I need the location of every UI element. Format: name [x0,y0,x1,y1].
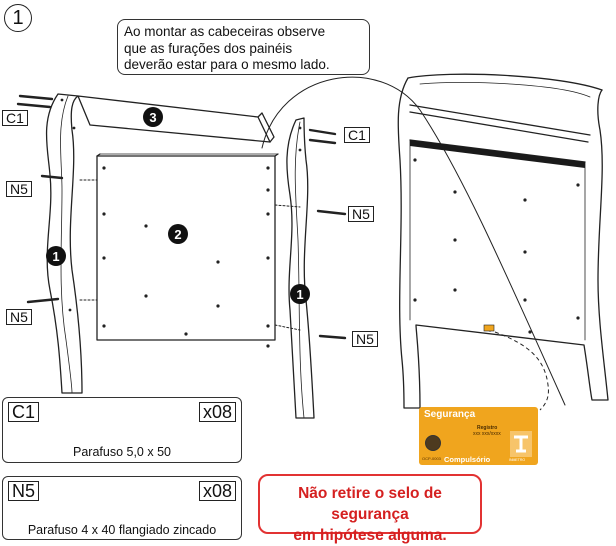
seal-inmetro: INMETRO [509,458,526,462]
screw-n5-left-top [40,174,64,180]
top-rail-part [77,95,271,143]
legend-c1-code: C1 [8,402,40,422]
screw-n5-left-bottom [26,297,60,304]
center-panel [96,155,276,341]
step-number: 1 [4,4,32,32]
label-c1-right: C1 [344,127,370,143]
certification-logo-icon [425,435,441,451]
screw-c1-left-2 [16,102,52,109]
screw-c1-right-1 [308,128,337,136]
safety-seal: Segurança Registro xxx xxx/xxxx OCP-0003… [419,407,538,465]
warning-line-1: Não retire o selo de segurança [298,485,442,523]
legend-c1: C1 x08 Parafuso 5,0 x 50 [2,397,242,463]
badge-part-1-right: 1 [290,284,310,304]
label-n5-left-top: N5 [6,181,32,197]
detail-callout-arc [261,76,566,406]
screw-c1-left-1 [18,94,54,101]
seal-location-marker [483,324,495,332]
note-line-2: que as furações dos painéis [124,40,293,56]
left-headboard-post [45,93,83,394]
label-n5-left-bottom: N5 [6,309,32,325]
inmetro-logo-icon [510,431,532,457]
legend-n5-description: Parafuso 4 x 40 flangiado zincado [27,523,217,537]
legend-n5-quantity: x08 [198,481,236,501]
seal-code: OCP-0003 [422,456,441,461]
seal-compulsory: Compulsório [444,455,491,464]
warning-line-2: em hipótese alguma. [293,527,447,544]
legend-n5-code: N5 [8,481,40,501]
legend-c1-quantity: x08 [198,402,236,422]
label-c1-left: C1 [2,110,28,126]
safety-seal-warning: Não retire o selo de segurança em hipóte… [258,474,482,544]
screw-n5-right-bottom [318,334,347,340]
note-line-3: deverão estar para o mesmo lado. [124,57,330,72]
assembled-headboard [397,77,609,409]
badge-part-2: 2 [168,224,188,244]
screw-n5-right-top [316,209,347,216]
label-n5-right-top: N5 [348,206,374,222]
legend-c1-description: Parafuso 5,0 x 50 [73,445,171,459]
seal-registro: Registro [477,425,498,431]
assembly-note: Ao montar as cabeceiras observe que as f… [117,19,370,75]
legend-n5: N5 x08 Parafuso 4 x 40 flangiado zincado [2,476,242,540]
screw-c1-right-2 [308,138,337,145]
note-line-1: Ao montar as cabeceiras observe [124,24,326,39]
middle-headboard-post [286,117,315,419]
label-n5-right-bottom: N5 [352,331,378,347]
seal-number: xxx xxx/xxxx [473,431,501,437]
badge-part-1-left: 1 [46,246,66,266]
badge-part-3: 3 [143,107,163,127]
seal-title: Segurança [424,409,476,420]
